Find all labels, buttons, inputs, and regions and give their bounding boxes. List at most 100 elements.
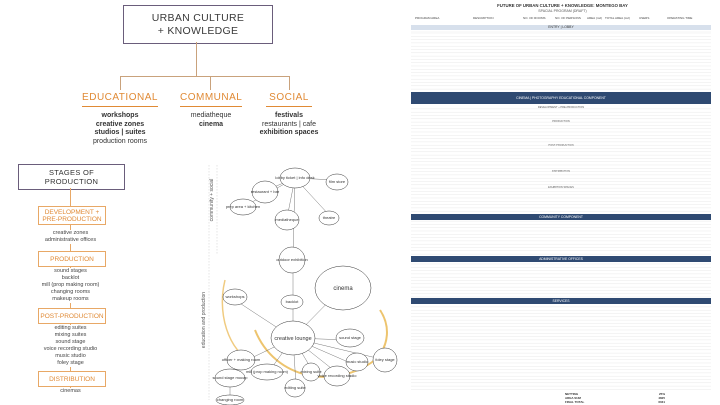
bubble-film-store — [325, 173, 349, 191]
label-editing-suite: editing suite — [284, 385, 306, 390]
label-restaurant: restaurant + bar — [251, 189, 280, 194]
item: sound stages — [54, 268, 87, 274]
title-line-2: + KNOWLEDGE — [157, 24, 239, 37]
bubble-theatre — [318, 210, 340, 226]
item: editing suites — [54, 325, 87, 331]
col-header: TOTAL AREA (m2) — [605, 16, 630, 20]
bubble-sound-stage-a — [335, 328, 365, 348]
footer-label: NETTING — [565, 392, 579, 396]
side-label-education: education and production — [201, 292, 207, 348]
item: creative zones — [95, 120, 145, 128]
stage-post-production-items: editing suites mixing suites sound stage… — [18, 325, 123, 367]
item: mediatheque — [190, 112, 232, 119]
bubble-diagram: community + social education and product… — [201, 165, 398, 405]
label-prep-area: prep area + kitchen — [226, 204, 260, 209]
label-workshops: workshops — [225, 294, 244, 299]
bubble-changing-room — [215, 394, 245, 405]
col-header: DESCRIPTION — [473, 16, 494, 20]
stage-distribution: DISTRIBUTION — [38, 371, 106, 387]
stage-development-items: creative zones administrative offices — [18, 230, 123, 244]
bubble-lobby — [279, 167, 311, 189]
tree-connector — [120, 76, 290, 77]
section-header: ENTRY | LOBBY — [411, 25, 711, 30]
item: exhibition spaces — [259, 129, 319, 136]
bubble-prep-area — [229, 198, 257, 216]
label-officer: officer + making room — [222, 357, 261, 362]
category-underline — [266, 106, 312, 107]
col-header: OPERATING TIME — [667, 16, 693, 20]
col-header: NO. OF PERSONS — [555, 16, 581, 20]
label-theatre: theatre — [323, 215, 336, 220]
bubble-cinema — [314, 265, 372, 311]
bubble-foley-stage — [372, 347, 398, 373]
bubble-creative-lounge — [270, 320, 316, 356]
bubble-sound-stage-mocap — [214, 368, 246, 388]
col-header: PROGRAM AREA — [415, 16, 440, 20]
label-sound-stage-a: sound stage — [339, 335, 362, 340]
category-communal-items: mediatheque cinema — [180, 112, 242, 129]
bubble-music-studio — [345, 352, 369, 372]
item: sound stage — [55, 339, 86, 345]
side-label-community: community + social — [209, 179, 215, 222]
subsection-header: DEVELOPMENT + PRE-PRODUCTION — [537, 106, 585, 109]
item: production rooms — [92, 137, 148, 145]
label-sound-stage-mocap: sound stage mocap — [213, 375, 249, 380]
item: mixing suites — [54, 332, 87, 338]
col-header: NO. OF ROOMS — [523, 16, 546, 20]
item: workshops — [101, 112, 139, 119]
subsection-header: POST-PRODUCTION — [548, 144, 574, 147]
stage-head-line: DEVELOPMENT + — [44, 208, 100, 216]
tree-connector — [289, 76, 290, 90]
footer-value: 4825 — [658, 396, 665, 400]
footer-label: AREA SUM — [565, 396, 581, 400]
label-backlot: backlot — [286, 299, 300, 304]
col-header: USERS — [639, 16, 650, 20]
item: changing rooms — [50, 289, 91, 295]
section-header-dark: COMMUNITY COMPONENT — [411, 214, 711, 220]
item: music studio — [55, 353, 86, 359]
table-subtitle: SPACIAL PROGRAM (DRAFT) — [538, 9, 587, 13]
stage-production: PRODUCTION — [38, 251, 106, 267]
col-header: AREA (m2) — [587, 16, 603, 20]
item: festivals — [274, 112, 304, 119]
stage-post-production: POST-PRODUCTION — [38, 308, 106, 324]
item: studios | suites — [94, 129, 146, 136]
label-lobby: lobby ticket | info desk — [275, 175, 314, 180]
title-box: URBAN CULTURE + KNOWLEDGE — [123, 5, 273, 44]
subsection-header: PRODUCTION — [552, 120, 570, 123]
bubble-outdoor-exhibition — [278, 246, 306, 274]
section-header-dark: CINEMA | PHOTOGRAPHY EDUCATIONAL COMPONE… — [411, 92, 711, 104]
label-foley-stage: foley stage — [375, 357, 395, 362]
category-communal: COMMUNAL — [180, 92, 243, 103]
stage-production-items: sound stages backlot mill (prop making r… — [18, 268, 123, 303]
bubble-workshops — [222, 288, 248, 306]
label-mill: mill (prop making room) — [246, 369, 289, 374]
item: cinemas — [60, 388, 81, 394]
category-social-items: festivals restaurants | cafe exhibition … — [248, 112, 330, 138]
table-title: FUTURE OF URBAN CULTURE + KNOWLEDGE: MON… — [497, 3, 628, 8]
footer-label: FINAL TOTAL — [565, 400, 585, 404]
label-outdoor-exhibition: outdoor exhibition — [276, 257, 308, 262]
bubble-voice-recording — [323, 365, 351, 387]
item: makeup rooms — [52, 296, 89, 302]
section-header-dark: ADMINISTRATIVE OFFICES — [411, 256, 711, 262]
bubble-backlot — [280, 294, 304, 310]
category-underline — [180, 106, 242, 107]
item: creative zones — [52, 230, 89, 236]
item: restaurants | cafe — [262, 120, 316, 128]
footer-value: 25% — [658, 392, 665, 396]
item: backlot — [61, 275, 80, 281]
label-music-studio: music studio — [346, 359, 369, 364]
bubble-restaurant — [251, 180, 279, 204]
label-creative-lounge: creative lounge — [274, 336, 311, 342]
bubble-editing-suite — [284, 378, 306, 398]
table-footer: NETTING 25% AREA SUM 4825 FINAL TOTAL 60… — [565, 392, 665, 404]
bubble-mixing-suite — [301, 362, 321, 382]
label-mixing-suite: mixing suite — [300, 369, 322, 374]
stages-title-line-2: PRODUCTION — [44, 177, 99, 186]
item: administrative offices — [44, 237, 97, 243]
category-social: SOCIAL — [269, 92, 309, 103]
subsection-header: EXHIBITION SPACES — [548, 186, 574, 189]
category-educational: EDUCATIONAL — [82, 92, 158, 103]
stages-title-line-1: STAGES OF — [48, 168, 95, 177]
